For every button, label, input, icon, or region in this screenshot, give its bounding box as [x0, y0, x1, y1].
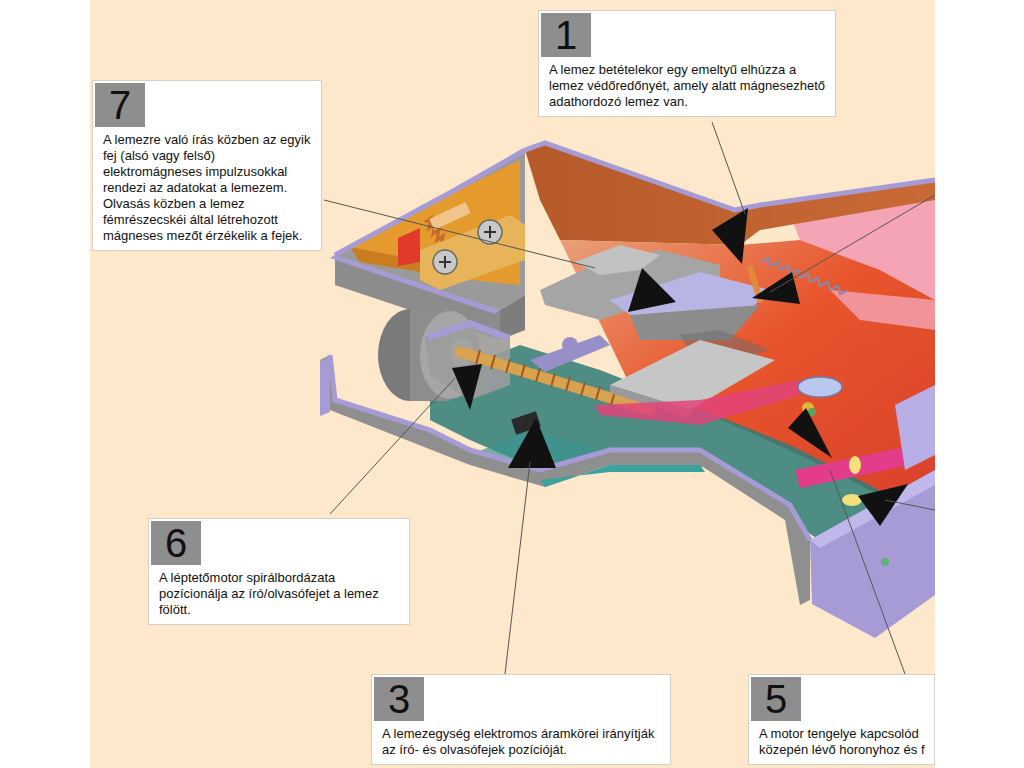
callout-text: A motor tengelye kapcsolód közepén lévő … — [749, 721, 934, 764]
callout-number: 3 — [374, 677, 424, 721]
callout-number: 1 — [541, 13, 591, 57]
callout-box: 3A lemezegység elektromos áramkörei irán… — [371, 674, 671, 765]
callout-number: 7 — [95, 83, 145, 127]
callout-text: A lemezre való írás közben az egyik fej … — [93, 127, 321, 250]
callout-text: A lemezegység elektromos áramkörei irány… — [372, 721, 670, 764]
callout-box: 6A léptetőmotor spirálbordázata pozícion… — [148, 518, 410, 625]
callout-text: A lemez betételekor egy emeltyű elhúzza … — [539, 57, 835, 116]
callout-box: 7A lemezre való írás közben az egyik fej… — [92, 80, 322, 251]
callout-box: 5A motor tengelye kapcsolód közepén lévő… — [748, 674, 935, 765]
callout-number: 6 — [151, 521, 201, 565]
callout-box: 1A lemez betételekor egy emeltyű elhúzza… — [538, 10, 836, 117]
callout-text: A léptetőmotor spirálbordázata pozícioná… — [149, 565, 409, 624]
callout-number: 5 — [751, 677, 801, 721]
